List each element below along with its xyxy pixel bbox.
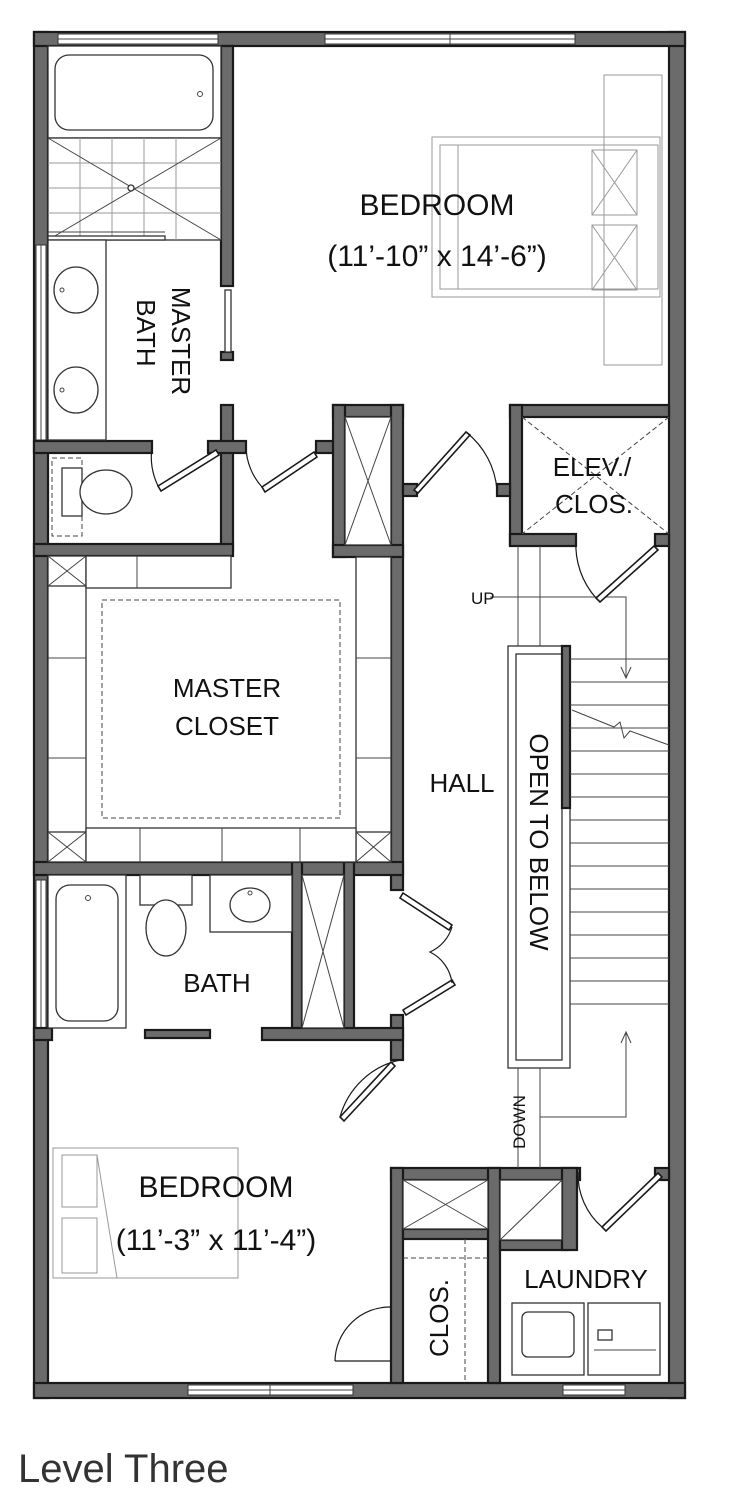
room-labels: BEDROOM (11’-10” x 14’-6”) MASTER BATH E… [116,189,648,1357]
bedroom-bottom-furniture [52,1147,239,1279]
bath-fixtures [47,874,345,1029]
elev-clos-label-line2: CLOS. [555,489,633,519]
open-to-below-label: OPEN TO BELOW [524,733,554,951]
clos-label: CLOS. [424,1279,454,1357]
master-bath-label-line1: MASTER [166,287,196,395]
master-bath-fixtures [47,45,232,441]
master-closet-shelving [47,555,392,863]
master-closet-label-line1: MASTER [173,673,281,703]
stairs-up-label: UP [471,589,495,608]
elev-clos-label-line1: ELEV./ [553,452,632,482]
utility-closets [402,1179,563,1383]
hall-label: HALL [429,768,494,798]
interior-walls [32,44,671,1385]
stairs [490,546,670,1168]
bedroom-bottom-name: BEDROOM [138,1171,293,1204]
bedroom-top-size: (11’-10” x 14’-6”) [327,240,547,273]
windows [35,33,626,1396]
level-title: Level Three [18,1447,229,1491]
stairs-down-label: DOWN [510,1095,529,1149]
elevator-shaft [521,416,670,535]
master-toilet [51,457,133,537]
laundry-label: LAUNDRY [524,1264,648,1294]
linen-closet [344,416,392,546]
laundry-appliances [511,1302,661,1376]
master-bath-label-line2: BATH [131,299,161,366]
bedroom-bottom-size: (11’-3” x 11’-4”) [116,1224,317,1257]
master-closet-label-line2: CLOSET [175,711,279,741]
bedroom-top-furniture [431,74,663,366]
doors [150,430,664,1362]
bath-label: BATH [183,968,250,998]
bedroom-top-name: BEDROOM [359,189,514,222]
